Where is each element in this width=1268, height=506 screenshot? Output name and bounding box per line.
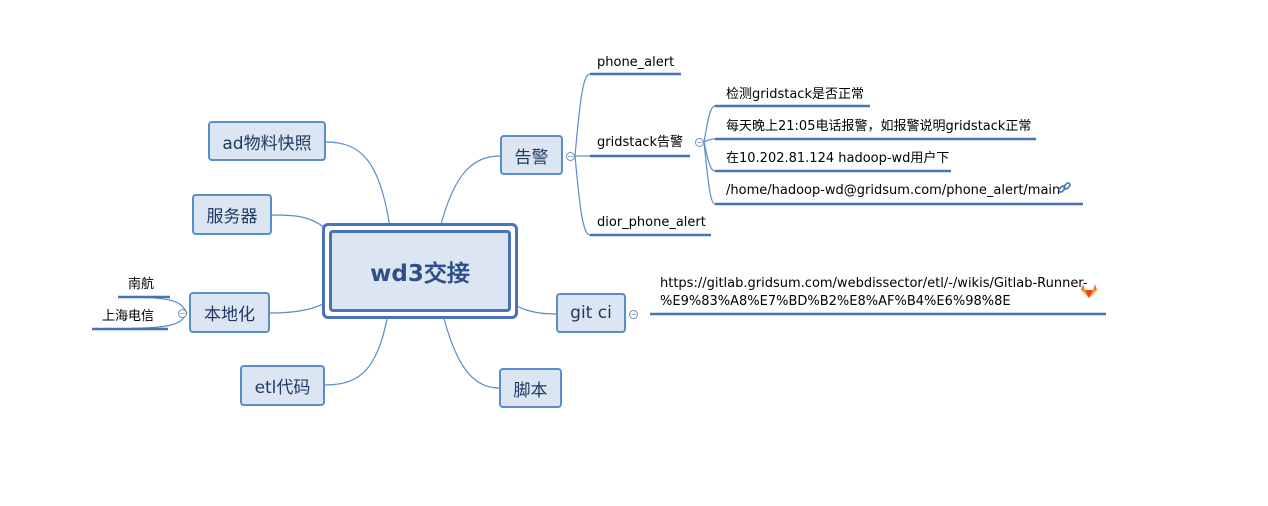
- branch-alert[interactable]: 告警: [500, 135, 563, 175]
- branch-localization[interactable]: 本地化: [189, 292, 270, 333]
- connector-alert: [439, 155, 501, 229]
- leaf-dior-phone-alert[interactable]: dior_phone_alert: [597, 215, 706, 230]
- connector-ad-snapshot: [325, 141, 391, 229]
- connector-script: [439, 301, 500, 389]
- leaf-gitlab-url-line1[interactable]: https://gitlab.gridsum.com/webdissector/…: [660, 276, 1088, 291]
- central-topic-label: wd3交接: [329, 230, 511, 312]
- leaf-gridstack-host[interactable]: 在10.202.81.124 hadoop-wd用户下: [726, 151, 950, 166]
- hyperlink-icon[interactable]: [1057, 181, 1072, 200]
- connector-etl: [324, 301, 391, 386]
- leaf-gridstack-path[interactable]: /home/hadoop-wd@gridsum.com/phone_alert/…: [726, 183, 1061, 198]
- gitlab-icon: [1080, 283, 1098, 299]
- branch-git-ci[interactable]: git ci: [556, 293, 626, 333]
- branch-ad-snapshot[interactable]: ad物料快照: [208, 121, 326, 161]
- connector-localization: [269, 299, 331, 314]
- leaf-gridstack-alert[interactable]: gridstack告警: [597, 135, 683, 150]
- leaf-gridstack-check[interactable]: 检测gridstack是否正常: [726, 87, 864, 102]
- branch-etl-code[interactable]: etl代码: [240, 365, 325, 406]
- collapse-icon-gridstack[interactable]: −: [695, 138, 704, 147]
- collapse-icon-git-ci[interactable]: −: [629, 310, 638, 319]
- branch-server[interactable]: 服务器: [192, 194, 272, 235]
- leaf-shanghai-telecom[interactable]: 上海电信: [102, 309, 155, 324]
- leaf-phone-alert[interactable]: phone_alert: [597, 55, 675, 70]
- collapse-icon-alert[interactable]: −: [566, 152, 575, 161]
- leaf-gridstack-nightly-call[interactable]: 每天晚上21:05电话报警，如报警说明gridstack正常: [726, 119, 1032, 134]
- leaf-gitlab-url-line2[interactable]: %E9%83%A8%E7%BD%B2%E8%AF%B4%E6%98%8E: [660, 294, 1011, 309]
- collapse-icon-localization[interactable]: −: [178, 309, 187, 318]
- leaf-nanhang[interactable]: 南航: [128, 277, 155, 292]
- connector-server: [271, 214, 326, 229]
- branch-script[interactable]: 脚本: [499, 368, 562, 408]
- central-topic[interactable]: wd3交接: [322, 223, 518, 319]
